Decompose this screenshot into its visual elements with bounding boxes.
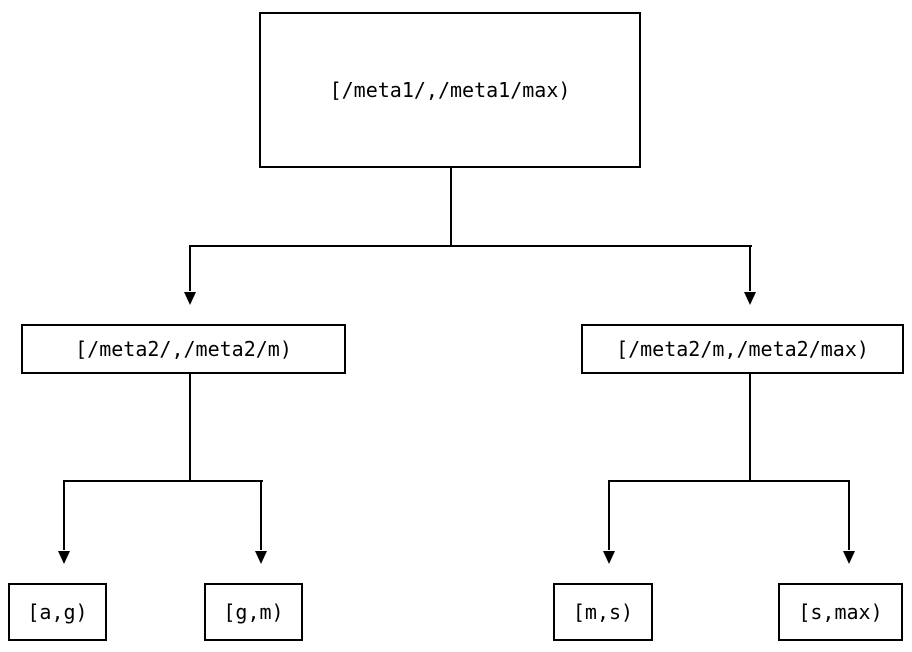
edge-mid-right-crossbar xyxy=(609,480,850,482)
edge-root-to-mid-right xyxy=(749,245,751,291)
edge-mid-left-crossbar xyxy=(64,480,263,482)
arrowhead-down-icon xyxy=(58,551,70,564)
tree-node-root[interactable]: [/meta1/,/meta1/max) xyxy=(259,12,641,168)
arrowhead-down-icon xyxy=(744,292,756,305)
tree-node-leaf-3[interactable]: [m,s) xyxy=(553,583,653,641)
arrowhead-down-icon xyxy=(843,551,855,564)
edge-root-crossbar xyxy=(190,245,752,247)
edge-root-stem xyxy=(450,168,452,247)
edge-mid-right-stem xyxy=(749,374,751,482)
arrowhead-down-icon xyxy=(255,551,267,564)
tree-node-mid-left[interactable]: [/meta2/,/meta2/m) xyxy=(21,324,346,374)
tree-node-mid-right[interactable]: [/meta2/m,/meta2/max) xyxy=(581,324,904,374)
tree-node-leaf-4[interactable]: [s,max) xyxy=(778,583,903,641)
tree-node-leaf-2[interactable]: [g,m) xyxy=(204,583,303,641)
edge-mid-right-to-leaf-3 xyxy=(608,480,610,550)
edge-mid-left-stem xyxy=(189,374,191,482)
edge-mid-left-to-leaf-1 xyxy=(63,480,65,550)
edge-root-to-mid-left xyxy=(189,245,191,291)
edge-mid-left-to-leaf-2 xyxy=(260,480,262,550)
arrowhead-down-icon xyxy=(603,551,615,564)
edge-mid-right-to-leaf-4 xyxy=(848,480,850,550)
tree-node-leaf-1[interactable]: [a,g) xyxy=(8,583,107,641)
arrowhead-down-icon xyxy=(184,292,196,305)
